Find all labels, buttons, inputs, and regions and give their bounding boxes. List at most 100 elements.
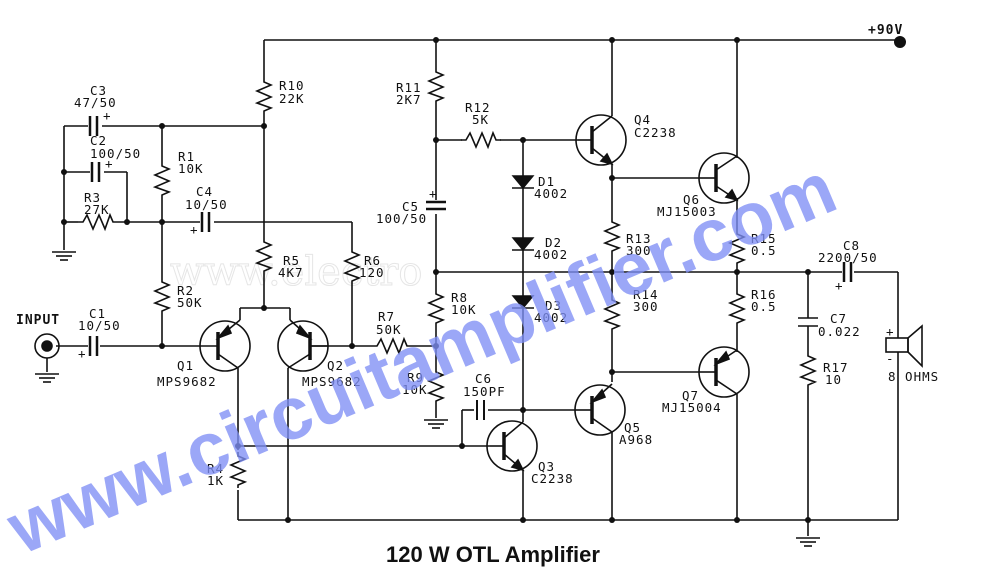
wires [46, 39, 900, 536]
c2-value: 100/50 [90, 146, 141, 161]
r8-value: 10K [451, 302, 477, 317]
c7-name: C7 [830, 311, 847, 326]
c3-name: C3 [90, 83, 107, 98]
resistor-r12 [460, 132, 502, 148]
q7-part: MJ15004 [662, 400, 722, 415]
c1-value: 10/50 [78, 318, 121, 333]
q7-name: Q7 [682, 388, 699, 403]
capacitor-c3 [88, 116, 99, 136]
q1-name: Q1 [177, 358, 194, 373]
transistor-q3 [486, 420, 538, 472]
c4-value: 10/50 [185, 197, 228, 212]
r6-name: R6 [364, 253, 381, 268]
q4-part: C2238 [634, 125, 677, 140]
capacitor-c1 [88, 336, 99, 356]
polarity-plus: + [835, 278, 844, 293]
transistor-q4 [575, 114, 627, 166]
polarity-plus: + [190, 222, 199, 237]
transistor-q1 [199, 319, 251, 372]
r15-name: R15 [751, 231, 777, 246]
r14-name: R14 [633, 287, 659, 302]
ground-icon [795, 537, 821, 547]
d2-name: D2 [545, 235, 562, 250]
resistor-r11 [428, 67, 444, 105]
d3-name: D3 [545, 298, 562, 313]
q3-name: Q3 [538, 459, 555, 474]
diode-d1 [511, 175, 535, 190]
q2-part: MPS9682 [302, 374, 362, 389]
r14-value: 300 [633, 299, 659, 314]
r3-value: 27K [84, 202, 110, 217]
q1-part: MPS9682 [157, 374, 217, 389]
capacitor-c2 [90, 162, 101, 182]
polarity-plus: + [103, 108, 112, 123]
r1-value: 10K [178, 161, 204, 176]
r2-name: R2 [177, 283, 194, 298]
resistor-r3 [77, 214, 119, 230]
c5-value: 100/50 [376, 211, 427, 226]
capacitor-c4 [200, 212, 211, 232]
d1-value: 4002 [534, 186, 568, 201]
c1-name: C1 [89, 306, 106, 321]
q3-part: C2238 [531, 471, 574, 486]
r13-value: 300 [626, 243, 652, 258]
polarity-plus: + [105, 156, 114, 171]
r4-name: R4 [207, 461, 224, 476]
c6-value: 150PF [463, 384, 506, 399]
r3-name: R3 [84, 190, 101, 205]
polarity-plus: + [886, 324, 895, 339]
q5-name: Q5 [624, 420, 641, 435]
capacitor-c5 [426, 200, 446, 211]
r9-value: 10K [402, 382, 428, 397]
c7-value: 0.022 [818, 324, 861, 339]
capacitor-c6 [476, 400, 485, 420]
junctions [61, 36, 906, 523]
ground-icon [34, 373, 60, 383]
polarity-minus: - [886, 351, 895, 366]
r12-value: 5K [472, 112, 489, 127]
diode-d2 [511, 237, 535, 252]
resistor-r1 [154, 161, 170, 199]
resistor-r10 [256, 77, 272, 115]
r16-name: R16 [751, 287, 777, 302]
supply-label: +90V [868, 23, 903, 38]
r16-value: 0.5 [751, 299, 777, 314]
r15-value: 0.5 [751, 243, 777, 258]
supply-terminal [894, 36, 906, 48]
c6-name: C6 [475, 371, 492, 386]
resistor-r17 [800, 351, 816, 389]
r11-name: R11 [396, 80, 422, 95]
r4-value: 1K [207, 473, 224, 488]
q4-name: Q4 [634, 112, 651, 127]
c8-name: C8 [843, 238, 860, 253]
r7-value: 50K [376, 322, 402, 337]
r7-name: R7 [378, 309, 395, 324]
r10-name: R10 [279, 78, 305, 93]
diode-d3 [511, 295, 535, 310]
r6-value: 120 [359, 265, 385, 280]
r17-name: R17 [823, 360, 849, 375]
r8-name: R8 [451, 290, 468, 305]
ground-icon [423, 419, 449, 429]
c3-value: 47/50 [74, 95, 117, 110]
r10-value: 22K [279, 91, 305, 106]
d1-name: D1 [538, 174, 555, 189]
input-label: INPUT [16, 313, 60, 328]
q2-name: Q2 [327, 358, 344, 373]
ground-icon [51, 251, 77, 261]
r5-name: R5 [283, 253, 300, 268]
transistor-q5 [574, 383, 626, 436]
c5-name: C5 [402, 199, 419, 214]
r11-value: 2K7 [396, 92, 422, 107]
ghost-watermark: www.electro [170, 249, 423, 295]
polarity-plus: + [78, 346, 87, 361]
q6-part: MJ15003 [657, 204, 717, 219]
page-title: 120 W OTL Amplifier [386, 542, 600, 567]
r2-value: 50K [177, 295, 203, 310]
speaker-icon [885, 324, 923, 368]
q6-name: Q6 [683, 192, 700, 207]
d2-value: 4002 [534, 247, 568, 262]
d3-value: 4002 [534, 310, 568, 325]
transistor-q6 [698, 152, 750, 204]
